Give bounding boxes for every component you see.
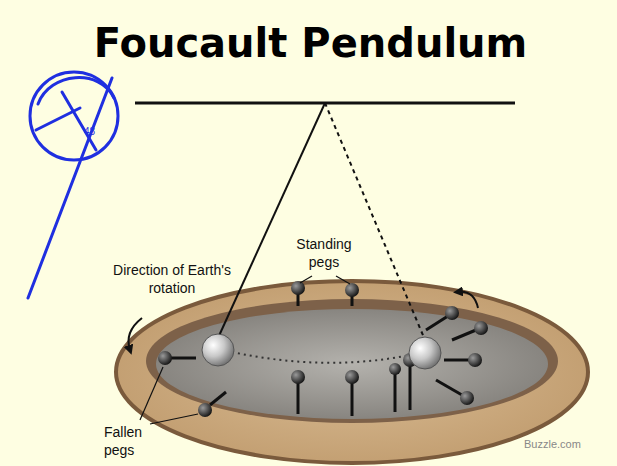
fallen-pegs <box>170 316 476 405</box>
rotation-label: Direction of Earth's rotation <box>108 262 236 297</box>
floor <box>156 309 548 419</box>
rotation-arrow <box>129 318 143 350</box>
pendulum-bob <box>409 337 441 369</box>
watermark: Buzzle.com <box>524 438 604 452</box>
pendulum-bob <box>202 334 234 366</box>
swing-path <box>232 352 410 363</box>
rotation-arrow <box>458 292 478 308</box>
hand-annotation <box>28 72 118 298</box>
base-ring <box>116 281 588 463</box>
angle-note: 48 <box>84 126 114 139</box>
peg-label: Standing pegs <box>288 236 360 271</box>
pendulum-string-dashed <box>325 103 425 340</box>
title: Foucault Pendulum <box>2 18 617 68</box>
standing-pegs <box>298 290 410 416</box>
leader-lines <box>140 276 350 424</box>
peg-label: Fallen pegs <box>104 424 156 459</box>
inner-rim <box>146 299 558 423</box>
peg-balls <box>291 281 417 384</box>
fallen-peg-balls <box>158 306 488 417</box>
pendulum-string <box>218 103 325 338</box>
